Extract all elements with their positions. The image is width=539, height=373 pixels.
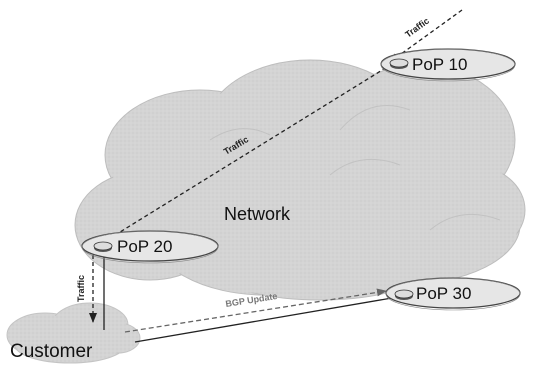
pop-30-node: PoP 30	[385, 277, 521, 311]
router-icon	[93, 241, 113, 252]
traffic-incoming-edge	[389, 9, 463, 63]
traffic-pop10-to-pop20-edge	[98, 63, 393, 246]
router-icon	[394, 289, 414, 300]
pop-10-label: PoP 10	[412, 55, 467, 74]
pop-10-node: PoP 10	[380, 48, 516, 82]
bgp-update-edge	[124, 288, 387, 333]
customer-label: Customer	[10, 341, 93, 362]
pop-20-node: PoP 20	[81, 230, 219, 264]
pop-20-label: PoP 20	[117, 237, 172, 256]
network-cloud	[74, 59, 526, 301]
customer-pop30-link	[134, 297, 393, 343]
traffic-pop20-customer-label: Traffic	[76, 275, 86, 302]
network-label: Network	[224, 204, 291, 224]
router-icon	[389, 58, 409, 69]
pop-30-label: PoP 30	[416, 284, 471, 303]
customer-cloud	[6, 302, 141, 364]
